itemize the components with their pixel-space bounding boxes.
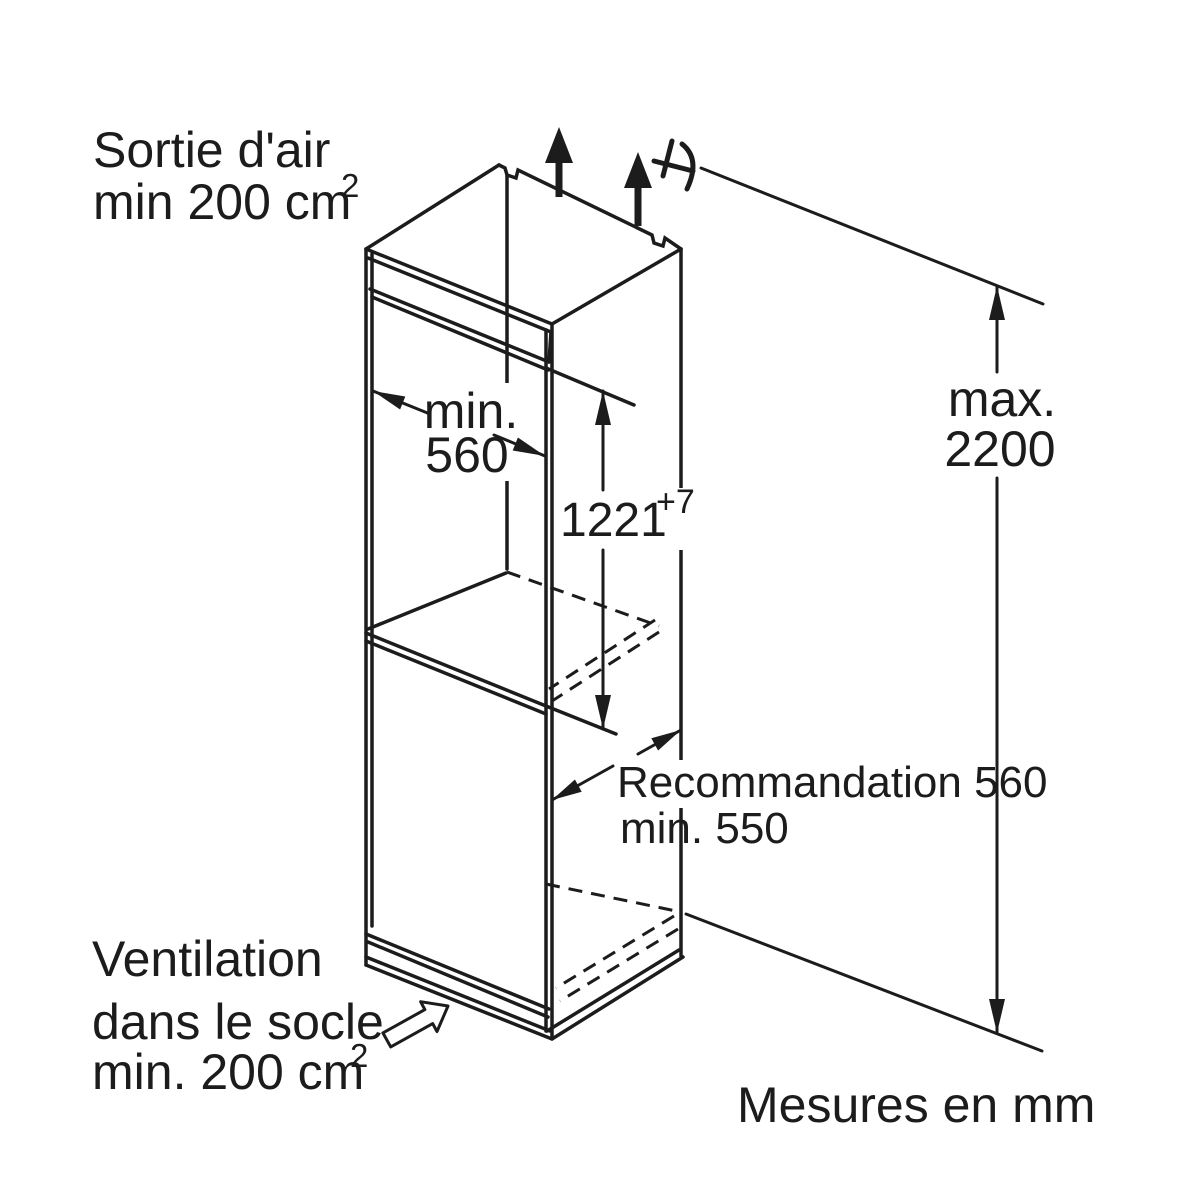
air-outlet-label-line1: Sortie d'air: [93, 122, 330, 178]
plinth-vent-label-sup: 2: [350, 1037, 368, 1074]
overall-height-label-line1: max.: [948, 371, 1056, 427]
niche-height-tolerance: +7: [656, 483, 695, 521]
plinth-vent-slot: [364, 932, 685, 1041]
airflow-up-arrows: [545, 127, 652, 226]
dimension-arrowheads: [373, 286, 1005, 1033]
overall-height-label-line2: 2200: [944, 421, 1055, 477]
plinth-vent-label-line1: Ventilation: [92, 931, 323, 987]
air-outlet-label-sup: 2: [341, 167, 359, 204]
label-line-breaks: [413, 383, 992, 808]
cabinet-outline: [364, 163, 685, 1041]
units-note: Mesures en mm: [737, 1077, 1095, 1133]
niche-width-label-line2: 560: [425, 427, 508, 483]
niche-width-label-line1: min.: [424, 383, 518, 439]
top-rear-vent-notch: [497, 163, 683, 251]
extension-line-bottom: [684, 912, 1044, 1053]
depth-label-line1: Recommandation 560: [617, 758, 1047, 807]
plinth-vent-arrow-icon: [381, 1000, 450, 1049]
hidden-edges-dashed: [506, 570, 679, 1003]
plinth-vent-label-line3: min. 200 cm: [92, 1044, 364, 1100]
labels: Sortie d'air min 200 cm 2 min. 560 1221 …: [92, 122, 1095, 1133]
airflow-arrow-icon: [545, 127, 573, 197]
plinth-vent-label-line2: dans le socle: [92, 994, 384, 1050]
depth-label-line2: min. 550: [620, 804, 789, 853]
airflow-arrow-icon: [624, 152, 652, 226]
line-break-mark-icon: [651, 138, 696, 192]
top-air-slot: [368, 287, 551, 364]
niche-height-label: 1221: [560, 494, 667, 547]
air-outlet-label-line2: min 200 cm: [93, 174, 351, 230]
extension-line-top: [699, 166, 1045, 306]
